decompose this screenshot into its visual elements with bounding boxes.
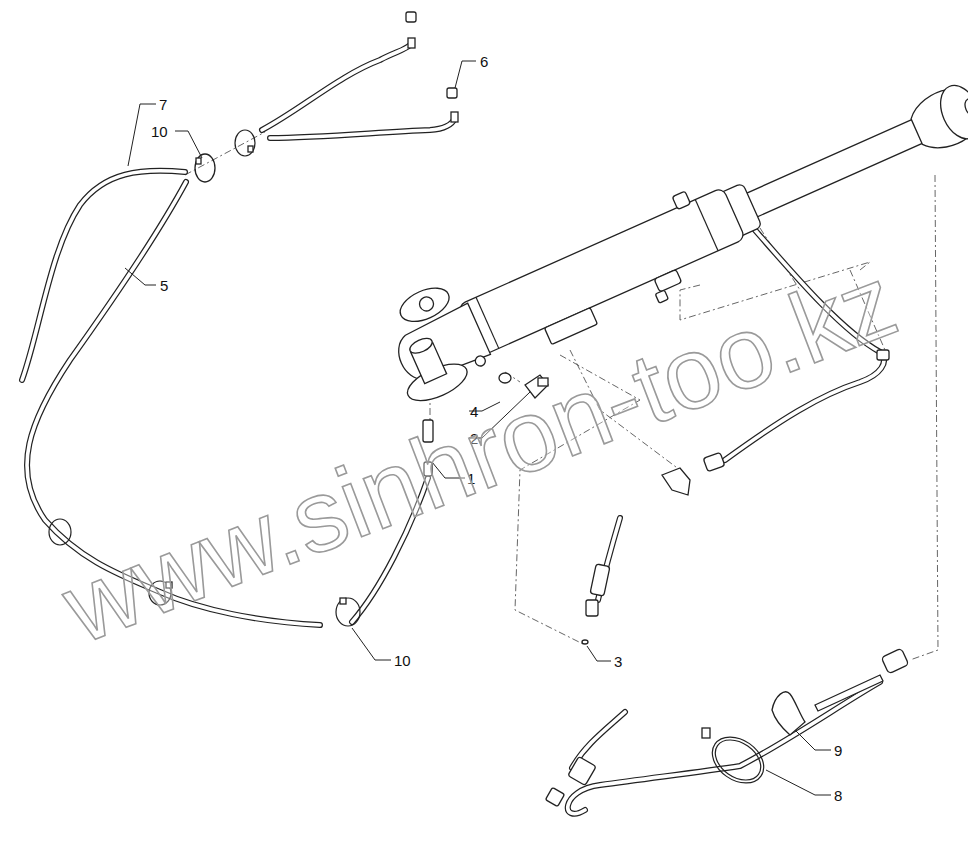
callout-number: 10	[151, 124, 168, 139]
callout-number: 5	[160, 278, 168, 293]
callout-number: 3	[614, 654, 622, 669]
callout-number: 7	[159, 97, 167, 112]
callout-number: 9	[834, 743, 842, 758]
callout-number: 10	[394, 653, 411, 668]
callout-number: 8	[834, 788, 842, 803]
callout-number: 6	[480, 54, 488, 69]
watermark: www.sinhron-too.kz	[51, 250, 909, 660]
